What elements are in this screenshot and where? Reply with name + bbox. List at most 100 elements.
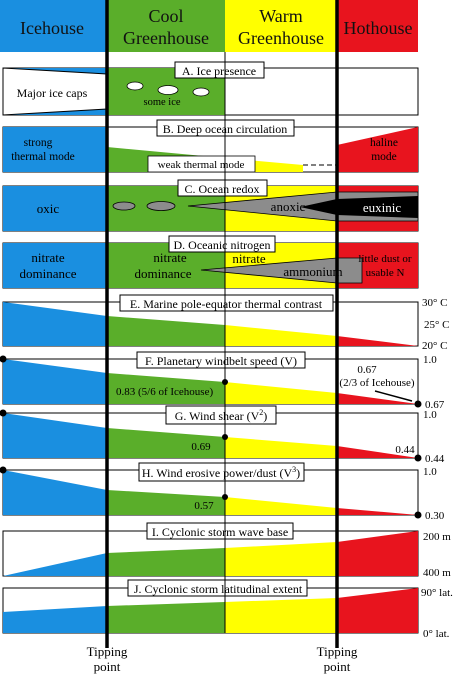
tipping-point-label-left-2: point (94, 659, 121, 674)
panel-g-marker-icehouse (0, 409, 7, 417)
panel-a-some-ice-label: some ice (143, 97, 180, 108)
header-hothouse-bg (337, 0, 418, 52)
panel-h-title-sup: 3 (292, 465, 296, 474)
panel-i-warm-wedge (225, 542, 337, 576)
panel-b-hothouse-fill (337, 127, 418, 172)
panel-h-wind-erosive-power: 0.57 1.0 0.30 H. Wind erosive power/dust… (0, 462, 445, 522)
panel-a-ice-presence: Major ice caps some ice A. Ice presence (2, 61, 419, 116)
panel-c-anoxic-patch (112, 201, 136, 211)
panel-a-ice-floe (192, 87, 210, 97)
header-cool-bg (107, 0, 225, 52)
panel-f-warm-wedge (225, 382, 337, 404)
panel-j-warm-wedge (225, 598, 337, 633)
panel-h-marker-icehouse (0, 466, 7, 474)
panel-a-title: A. Ice presence (182, 64, 256, 78)
panel-h-warm-wedge (225, 497, 337, 515)
header-icehouse-label: Icehouse (20, 18, 84, 38)
tipping-point-label-left-1: Tipping (87, 644, 128, 659)
panel-i-axis-top: 200 m (423, 531, 451, 543)
panel-h-title-close: ) (296, 466, 300, 480)
panel-b-weak-thermal-label: weak thermal mode (158, 159, 245, 171)
panel-f-title-box (136, 351, 306, 369)
panel-h-icehouse-wedge (3, 470, 107, 515)
panel-b-icehouse-fill (3, 127, 107, 172)
panel-e-cool-wedge (107, 316, 225, 346)
panel-f-axis-top: 1.0 (423, 354, 437, 366)
panel-e-title-box (119, 294, 334, 312)
panel-d-cool-label-1: nitrate (153, 250, 186, 265)
panel-g-cool-note: 0.69 (191, 441, 211, 453)
panel-i-icehouse-wedge (3, 553, 107, 576)
panel-g-cool-wedge (107, 428, 225, 458)
panel-f-cool-wedge (107, 373, 225, 404)
panel-c-euxinic-label: euxinic (363, 200, 401, 215)
panel-f-pointer-line (374, 390, 413, 402)
panel-a-title-box (174, 61, 265, 79)
footer: Tipping point Tipping point (87, 644, 358, 674)
panel-d-left-label-2: dominance (19, 266, 76, 281)
panel-g-title-main: G. Wind shear (V (175, 409, 260, 423)
panel-c-title-box (177, 179, 268, 197)
panel-a-ice-floe (157, 85, 179, 95)
panel-f-hot-note-1: 0.67 (357, 364, 377, 376)
panel-f-icehouse-wedge (3, 359, 107, 404)
tipping-point-label-right-1: Tipping (317, 644, 358, 659)
header-hothouse-label: Hothouse (344, 18, 413, 38)
header: Icehouse Cool Greenhouse Warm Greenhouse… (0, 0, 418, 52)
panel-b-strong-thermal-label-2: thermal mode (11, 151, 75, 163)
panel-h-marker-hothouse (414, 511, 422, 519)
panel-h-axis-top: 1.0 (423, 466, 437, 478)
panel-h-title-main: H. Wind erosive power/dust (V (142, 466, 293, 480)
panel-d-right-label-2: usable N (366, 267, 405, 279)
panel-g-title-box (165, 405, 277, 425)
panel-g-title: G. Wind shear (V2) (175, 408, 268, 423)
panel-f-marker-icehouse (0, 355, 7, 363)
panel-d-ammonium-wedge (200, 257, 363, 284)
panel-e-axis-mid: 25° C (424, 319, 450, 331)
panel-g-marker-hothouse (414, 454, 422, 462)
panel-i-axis-bottom: 400 m (423, 567, 451, 579)
panel-i-title-box (146, 522, 294, 540)
header-warm-bg (225, 0, 337, 52)
panel-j-hothouse-wedge (337, 588, 418, 633)
header-warm-label-2: Greenhouse (238, 28, 324, 48)
panel-j-title-box (127, 579, 308, 597)
panel-j-axis-top: 90° lat. (421, 587, 453, 599)
panel-a-ice-floe (126, 81, 144, 91)
panel-j-icehouse-wedge (3, 606, 107, 633)
panel-i-title: I. Cyclonic storm wave base (152, 525, 288, 539)
panel-e-hothouse-wedge (337, 336, 418, 346)
panel-j-cool-wedge (107, 602, 225, 633)
panel-i-storm-wave-base: 200 m 400 m I. Cyclonic storm wave base (2, 522, 451, 579)
panel-d-warm-label: nitrate (232, 251, 265, 266)
panel-c-icehouse-fill (3, 186, 107, 231)
panel-f-hot-note-2: (2/3 of Icehouse) (339, 377, 414, 389)
panel-g-title-sup: 2 (259, 408, 263, 417)
panel-d-title: D. Oceanic nitrogen (174, 238, 271, 252)
panel-e-title: E. Marine pole-equator thermal contrast (130, 297, 323, 311)
panel-g-wind-shear: 0.69 0.44 1.0 0.44 G. Wind shear (V2) (0, 405, 445, 465)
panel-b-weak-thermal-box (147, 155, 256, 173)
panel-d-ammonium-label: ammonium (283, 264, 342, 279)
panel-j-axis-bottom: 0° lat. (423, 628, 450, 640)
panel-h-axis-bottom: 0.30 (425, 510, 445, 522)
panel-e-axis-top: 30° C (422, 297, 448, 309)
panel-h-title-box (138, 462, 305, 482)
panel-c-ocean-redox: oxic anoxic euxinic C. Ocean redox (2, 179, 419, 232)
panel-g-icehouse-wedge (3, 413, 107, 458)
panel-c-oxic-label: oxic (37, 201, 60, 216)
header-cool-label-1: Cool (148, 6, 183, 26)
panel-g-axis-bottom: 0.44 (425, 453, 445, 465)
header-cool-label-2: Greenhouse (123, 28, 209, 48)
panel-h-hothouse-wedge (337, 508, 418, 515)
panel-d-title-box (168, 235, 276, 253)
panel-e-thermal-contrast: 30° C 25° C 20° C E. Marine pole-equator… (2, 294, 450, 352)
panel-f-cool-note: 0.83 (5/6 of Icehouse) (116, 386, 213, 398)
panel-j-storm-latitudinal-extent: 90° lat. 0° lat. J. Cyclonic storm latit… (2, 579, 453, 640)
panel-c-anoxic-label: anoxic (271, 199, 306, 214)
panel-f-title: F. Planetary windbelt speed (V) (145, 354, 297, 368)
tipping-point-label-right-2: point (324, 659, 351, 674)
panel-e-icehouse-wedge (3, 302, 107, 346)
panel-h-title: H. Wind erosive power/dust (V3) (142, 465, 300, 480)
